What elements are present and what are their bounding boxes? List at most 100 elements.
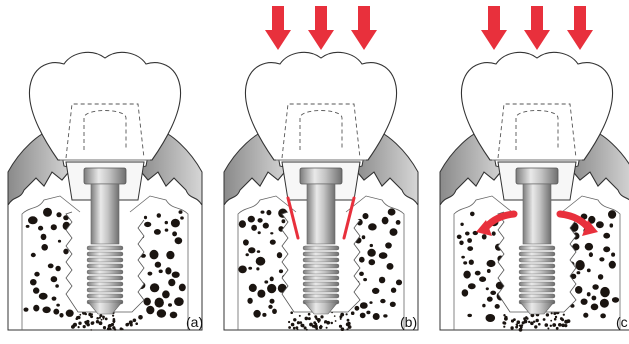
bone-trabecula bbox=[34, 272, 39, 277]
bone-granule bbox=[319, 326, 322, 329]
bone-trabecula bbox=[470, 212, 475, 217]
bone-trabecula bbox=[463, 261, 467, 264]
bone-trabecula bbox=[469, 260, 474, 265]
bone-trabecula bbox=[146, 306, 154, 315]
bone-trabecula bbox=[51, 276, 58, 282]
load-arrow-2 bbox=[524, 6, 550, 50]
bone-granule bbox=[334, 315, 336, 317]
bone-trabecula bbox=[609, 261, 616, 269]
bone-trabecula bbox=[599, 257, 604, 261]
bone-trabecula bbox=[359, 272, 364, 276]
bone-trabecula bbox=[51, 224, 57, 230]
bone-granule bbox=[91, 322, 94, 325]
bone-trabecula bbox=[577, 271, 581, 274]
bone-trabecula bbox=[396, 280, 402, 286]
bone-granule bbox=[296, 326, 299, 329]
bone-trabecula bbox=[589, 252, 593, 257]
bone-trabecula bbox=[272, 309, 277, 314]
bone-trabecula bbox=[388, 208, 396, 215]
bone-granule bbox=[326, 327, 328, 329]
bone-trabecula bbox=[575, 286, 582, 294]
bone-trabecula bbox=[248, 267, 252, 270]
bone-granule bbox=[563, 314, 565, 316]
bone-trabecula bbox=[495, 304, 500, 309]
bone-granule bbox=[101, 319, 103, 321]
bone-granule bbox=[340, 313, 344, 317]
bone-trabecula bbox=[460, 223, 463, 226]
bone-trabecula bbox=[168, 303, 172, 306]
screw-head bbox=[300, 168, 342, 184]
bone-trabecula bbox=[487, 260, 496, 267]
bone-trabecula bbox=[258, 218, 263, 223]
bone-granule bbox=[102, 316, 105, 319]
bone-trabecula bbox=[144, 298, 151, 306]
bone-trabecula bbox=[270, 299, 275, 304]
bone-trabecula bbox=[612, 297, 619, 303]
bone-granule bbox=[504, 317, 508, 321]
bone-trabecula bbox=[461, 256, 465, 259]
bone-trabecula bbox=[261, 211, 265, 214]
bone-granule bbox=[308, 313, 311, 316]
panel-b-label: (b) bbox=[400, 314, 417, 330]
bone-trabecula bbox=[610, 223, 614, 227]
bone-granule bbox=[320, 315, 323, 318]
bone-trabecula bbox=[150, 250, 159, 260]
bone-trabecula bbox=[30, 279, 37, 285]
bone-granule bbox=[547, 327, 549, 329]
bone-granule bbox=[99, 317, 101, 319]
screw-thread bbox=[303, 294, 339, 298]
bone-trabecula bbox=[379, 277, 385, 284]
bone-trabecula bbox=[179, 284, 186, 292]
bone-granule bbox=[108, 324, 112, 328]
bone-granule bbox=[546, 313, 549, 316]
bone-granule bbox=[309, 323, 313, 327]
bone-granule bbox=[528, 321, 530, 323]
bone-granule bbox=[105, 318, 108, 321]
bone-granule bbox=[347, 322, 351, 326]
bone-trabecula bbox=[467, 314, 472, 317]
bone-trabecula bbox=[43, 208, 52, 217]
screw-thread bbox=[519, 288, 555, 292]
bone-trabecula bbox=[172, 231, 177, 236]
bone-trabecula bbox=[482, 234, 487, 239]
bone-trabecula bbox=[479, 276, 486, 282]
bone-granule bbox=[308, 317, 311, 320]
bone-trabecula bbox=[56, 212, 61, 217]
bone-trabecula bbox=[370, 244, 373, 247]
bone-granule bbox=[288, 321, 290, 323]
bone-trabecula bbox=[391, 288, 396, 293]
bone-trabecula bbox=[482, 304, 485, 308]
bone-granule bbox=[313, 321, 316, 324]
bone-trabecula bbox=[279, 269, 283, 273]
crown bbox=[245, 52, 396, 160]
bone-trabecula bbox=[41, 234, 47, 240]
bone-granule bbox=[112, 315, 114, 317]
bone-granule bbox=[550, 320, 552, 322]
bone-granule bbox=[530, 322, 534, 326]
screw-thread bbox=[87, 246, 123, 250]
bone-trabecula bbox=[266, 210, 271, 215]
bone-trabecula bbox=[267, 284, 276, 293]
screw-thread bbox=[303, 246, 339, 250]
bone-granule bbox=[331, 322, 333, 324]
bone-granule bbox=[290, 311, 293, 314]
bone-granule bbox=[135, 322, 138, 325]
bone-trabecula bbox=[48, 264, 54, 269]
bone-trabecula bbox=[168, 279, 175, 287]
bone-granule bbox=[293, 318, 296, 321]
bone-trabecula bbox=[367, 249, 375, 257]
bone-trabecula bbox=[396, 220, 401, 225]
bone-trabecula bbox=[138, 315, 143, 320]
bone-trabecula bbox=[148, 272, 153, 276]
bone-trabecula bbox=[257, 250, 260, 253]
bone-granule bbox=[78, 322, 81, 325]
bone-trabecula bbox=[362, 235, 366, 239]
screw-thread bbox=[519, 270, 555, 274]
bone-trabecula bbox=[457, 235, 462, 239]
bone-trabecula bbox=[55, 284, 59, 288]
bone-granule bbox=[351, 311, 355, 315]
bone-granule bbox=[555, 316, 557, 318]
panel-c-label: (c bbox=[616, 314, 628, 330]
bone-trabecula bbox=[583, 313, 588, 318]
panel-b bbox=[224, 6, 418, 331]
